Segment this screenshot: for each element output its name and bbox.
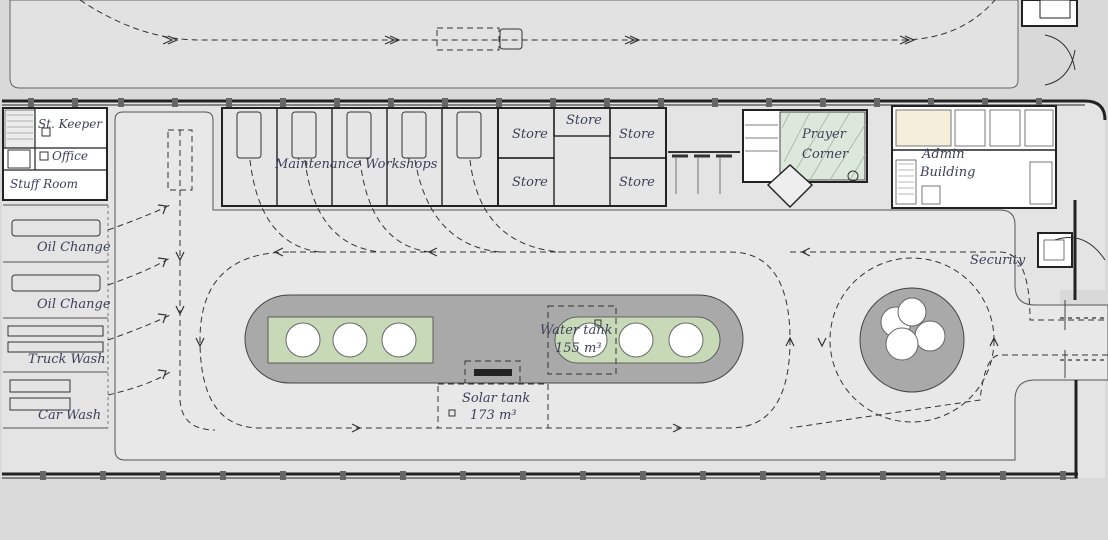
water-tank-hatch [594,319,602,327]
security-gatehouse [1037,200,1106,300]
solar-tank-label: Solar tank [462,391,530,406]
direction-arrows [157,204,999,433]
prayer-label-1: Prayer [801,127,847,142]
truck-wash-label: Truck Wash [28,352,106,367]
staff-block [2,107,108,201]
top-fence-posts [28,98,1042,107]
service-bays [3,204,109,429]
roundabout-loop-path [829,257,995,423]
left-feeder-paths [107,130,216,431]
water-tank-volume: 155 m³ [555,341,601,356]
tree-icons [285,322,704,358]
top-road [9,0,1019,89]
top-right-building [1021,0,1078,86]
stores-block [497,107,667,207]
store-keeper-label: St. Keeper [38,117,103,131]
maintenance-label: Maintenance Workshops [274,157,438,172]
truck-in-bay-icon [167,129,193,191]
maintenance-workshops [221,107,499,207]
stuff-room-label: Stuff Room [10,177,78,191]
prayer-corner [742,109,868,208]
store-label-2: Store [566,113,602,128]
prayer-label-2: Corner [802,147,849,162]
solar-tank [437,383,549,429]
admin-label-1: Admin [921,147,965,162]
main-loop-path [199,251,791,429]
security-label: Security [970,253,1026,268]
admin-label-2: Building [919,165,975,180]
store-label-3: Store [619,127,655,142]
top-road-dashed-lane [79,0,996,41]
bottom-street [0,480,1108,540]
oil-change-label-2: Oil Change [37,297,111,312]
parking-shed [668,151,740,194]
store-label-4: Store [512,175,548,190]
solar-tank-volume: 173 m³ [470,408,516,423]
store-label-1: Store [512,127,548,142]
solar-tank-hatch [448,409,456,417]
water-tank [547,305,617,375]
workshop-exit-paths [249,159,561,253]
store-label-5: Store [619,175,655,190]
admin-building [891,105,1057,209]
roundabout [859,287,965,393]
solar-panel [464,360,521,384]
truck-outline-icon [436,27,523,51]
car-wash-label: Car Wash [38,408,101,423]
bottom-fence [2,380,1078,480]
office-label: Office [52,149,88,163]
entry-paths [789,251,1108,429]
top-road-arrows [162,35,916,45]
solar-panel-bar [474,369,512,376]
water-tank-label: Water tank [540,323,613,338]
oil-change-label-1: Oil Change [37,240,111,255]
